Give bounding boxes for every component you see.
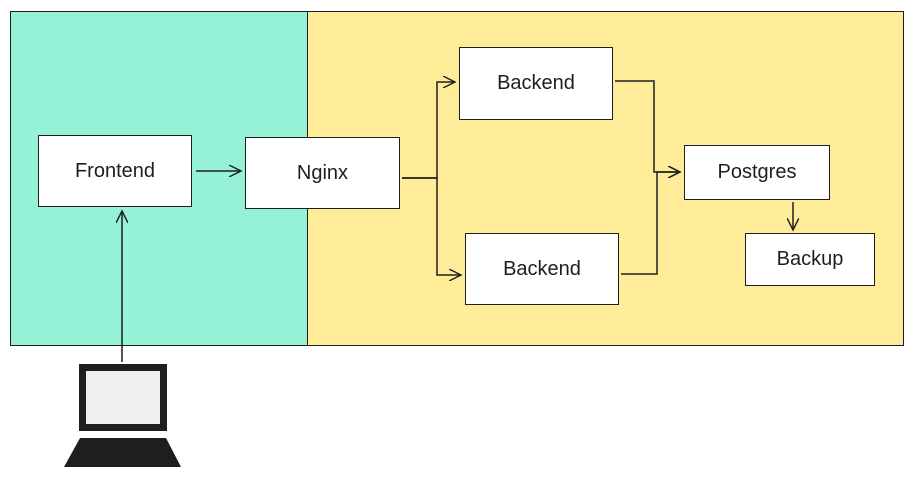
nginx-node[interactable]: Nginx bbox=[245, 137, 400, 209]
backend-node[interactable]: Backend bbox=[459, 47, 613, 120]
postgres-node[interactable]: Postgres bbox=[684, 145, 830, 200]
frontend-label: Frontend bbox=[74, 159, 156, 182]
backup-node[interactable]: Backup bbox=[745, 233, 875, 286]
arrow-backend-1-to-postgres bbox=[615, 80, 680, 172]
arrow-nginx-to-backend-2 bbox=[402, 177, 461, 275]
frontend-node[interactable]: Frontend bbox=[38, 135, 192, 207]
laptop-icon bbox=[64, 364, 181, 467]
arrow-backend-2-to-postgres bbox=[621, 172, 680, 275]
postgres-label: Postgres bbox=[717, 161, 797, 183]
backend-label: Backend bbox=[497, 72, 575, 94]
arrow-nginx-to-backend-1 bbox=[402, 82, 455, 179]
backend-node[interactable]: Backend bbox=[465, 233, 619, 305]
nginx-label: Nginx bbox=[296, 161, 349, 184]
backup-label: Backup bbox=[776, 248, 844, 270]
backend-label: Backend bbox=[503, 257, 581, 280]
